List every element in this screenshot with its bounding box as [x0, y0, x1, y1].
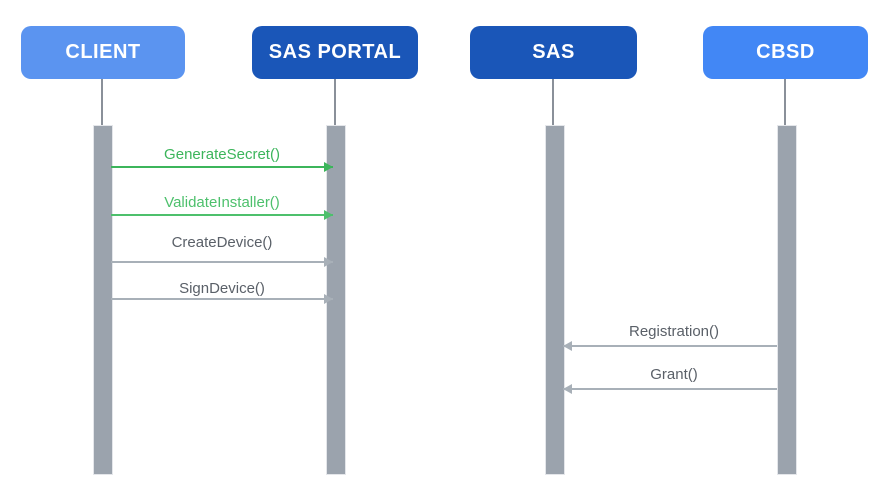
- message-line-generate-secret: [111, 166, 333, 168]
- participant-label-sas-portal: SAS PORTAL: [268, 41, 402, 63]
- participant-label-client: CLIENT: [65, 41, 141, 63]
- message-arrowhead-grant: [563, 384, 572, 394]
- participant-box-cbsd[interactable]: CBSD: [703, 26, 868, 79]
- activation-bar-client: [93, 125, 113, 475]
- message-arrowhead-sign-device: [324, 294, 333, 304]
- message-arrowhead-validate-installer: [324, 210, 333, 220]
- message-label-grant: Grant(): [650, 366, 698, 383]
- message-label-create-device: CreateDevice(): [171, 234, 273, 251]
- message-label-generate-secret: GenerateSecret(): [164, 146, 280, 163]
- message-arrowhead-registration: [563, 341, 572, 351]
- participant-label-cbsd: CBSD: [756, 41, 815, 63]
- activation-bar-sas: [545, 125, 565, 475]
- message-line-validate-installer: [111, 214, 333, 216]
- message-arrowhead-generate-secret: [324, 162, 333, 172]
- lifeline-sas-portal: [334, 79, 336, 127]
- message-arrowhead-create-device: [324, 257, 333, 267]
- message-label-registration: Registration(): [628, 323, 720, 340]
- lifeline-client: [101, 79, 103, 127]
- message-line-sign-device: [111, 298, 333, 300]
- message-label-validate-installer: ValidateInstaller(): [164, 194, 280, 211]
- lifeline-cbsd: [784, 79, 786, 127]
- message-line-registration: [563, 345, 777, 347]
- message-line-grant: [563, 388, 777, 390]
- participant-box-sas[interactable]: SAS: [470, 26, 637, 79]
- participant-box-client[interactable]: CLIENT: [21, 26, 185, 79]
- message-label-sign-device: SignDevice(): [179, 280, 265, 297]
- participant-box-sas-portal[interactable]: SAS PORTAL: [252, 26, 418, 79]
- message-line-create-device: [111, 261, 333, 263]
- lifeline-sas: [552, 79, 554, 127]
- participant-label-sas: SAS: [532, 41, 575, 63]
- activation-bar-cbsd: [777, 125, 797, 475]
